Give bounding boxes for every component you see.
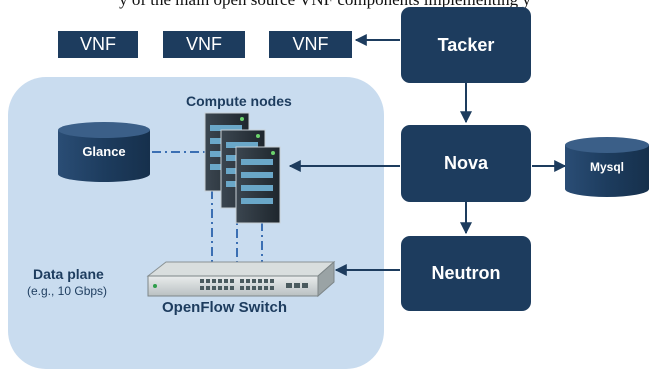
mysql-label: Mysql bbox=[589, 160, 624, 174]
mysql-cylinder-icon bbox=[565, 137, 649, 197]
tacker-box: Tacker bbox=[401, 7, 531, 83]
cropped-caption-text: y of the main open source VNF components… bbox=[0, 0, 650, 10]
data-plane-label: Data plane bbox=[33, 266, 104, 282]
vnf-box-3: VNF bbox=[269, 31, 352, 58]
vnf-box-2: VNF bbox=[163, 31, 245, 58]
compute-nodes-label: Compute nodes bbox=[186, 93, 292, 109]
compute-servers-icon bbox=[204, 112, 281, 224]
vnf-box-1: VNF bbox=[58, 31, 138, 58]
glance-label: Glance bbox=[82, 144, 126, 159]
nova-box: Nova bbox=[401, 125, 531, 202]
openflow-switch-icon bbox=[146, 260, 336, 298]
neutron-box: Neutron bbox=[401, 236, 531, 311]
glance-cylinder-icon bbox=[58, 122, 150, 182]
openflow-switch-label: OpenFlow Switch bbox=[162, 299, 288, 316]
data-plane-rate-label: (e.g., 10 Gbps) bbox=[27, 284, 108, 298]
